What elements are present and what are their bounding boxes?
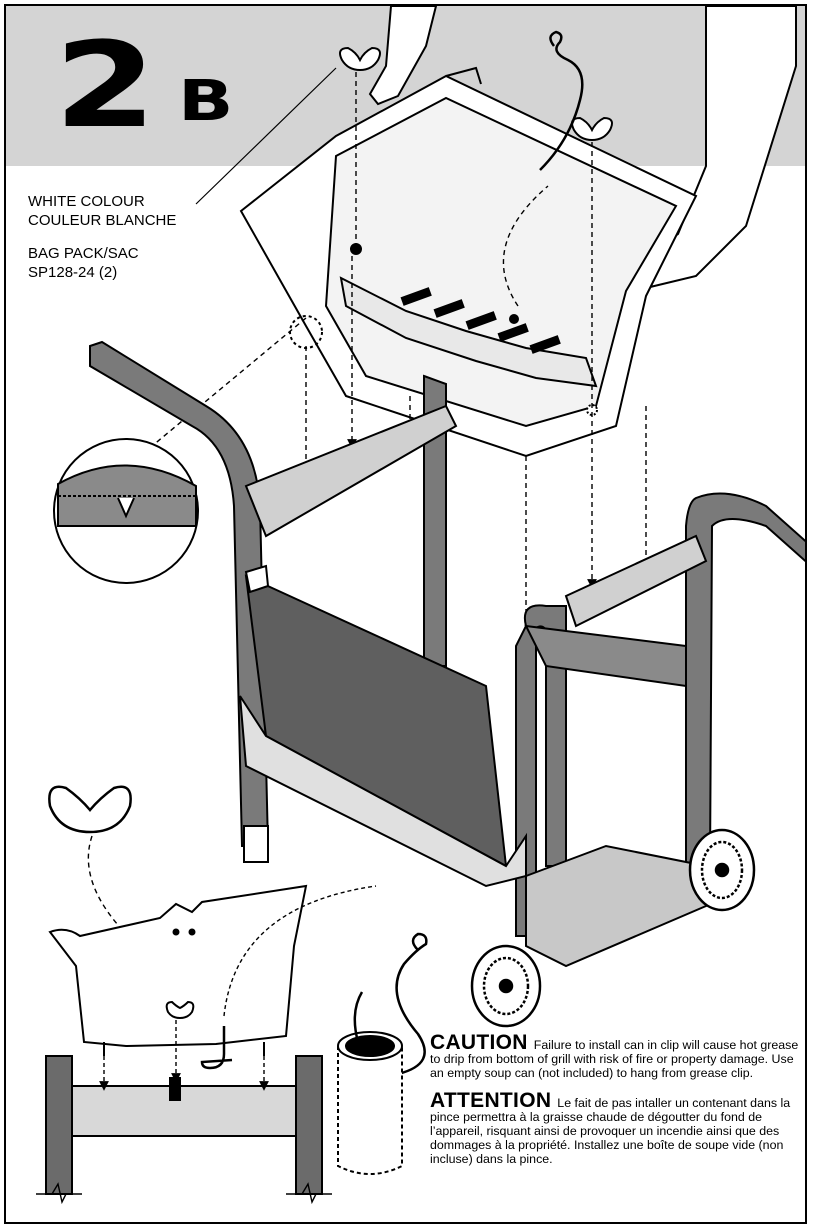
caution-heading: CAUTION — [430, 1031, 528, 1054]
assembly-guides — [115, 72, 647, 616]
detail-magnifier — [53, 315, 323, 584]
cart-frame — [89, 340, 805, 968]
wing-nut-icon — [339, 46, 613, 142]
grill-body — [239, 66, 698, 458]
step-number: 2 — [54, 16, 157, 154]
side-panel — [239, 564, 527, 888]
instruction-page: 2 B — [4, 4, 807, 1224]
wheel-icon — [470, 828, 756, 1028]
label-part-number: SP128-24 (2) — [28, 264, 118, 281]
caution-text: Failure to install can in clip will caus… — [430, 1038, 799, 1080]
label-white-colour: WHITE COLOUR — [28, 193, 145, 210]
burner-slots — [400, 287, 561, 354]
label-bag-pack: BAG PACK/SAC — [28, 245, 139, 262]
part-labels: WHITE COLOUR COULEUR BLANCHE BAG PACK/SA… — [28, 192, 176, 282]
detail-guides — [99, 885, 377, 1091]
assembly-illustration — [36, 6, 805, 1205]
attention-heading: ATTENTION — [430, 1089, 552, 1112]
wing-nut-icon — [48, 785, 132, 834]
grease-clip-icon — [539, 30, 584, 171]
attention-text: Le fait de pas intaller un contenant dan… — [430, 1096, 791, 1166]
soup-can-icon — [337, 991, 403, 1175]
label-couleur-blanche: COULEUR BLANCHE — [28, 212, 177, 229]
detail-frame-rail — [36, 1055, 332, 1205]
detail-grill-body — [48, 884, 308, 1070]
step-letter: B — [178, 69, 234, 134]
